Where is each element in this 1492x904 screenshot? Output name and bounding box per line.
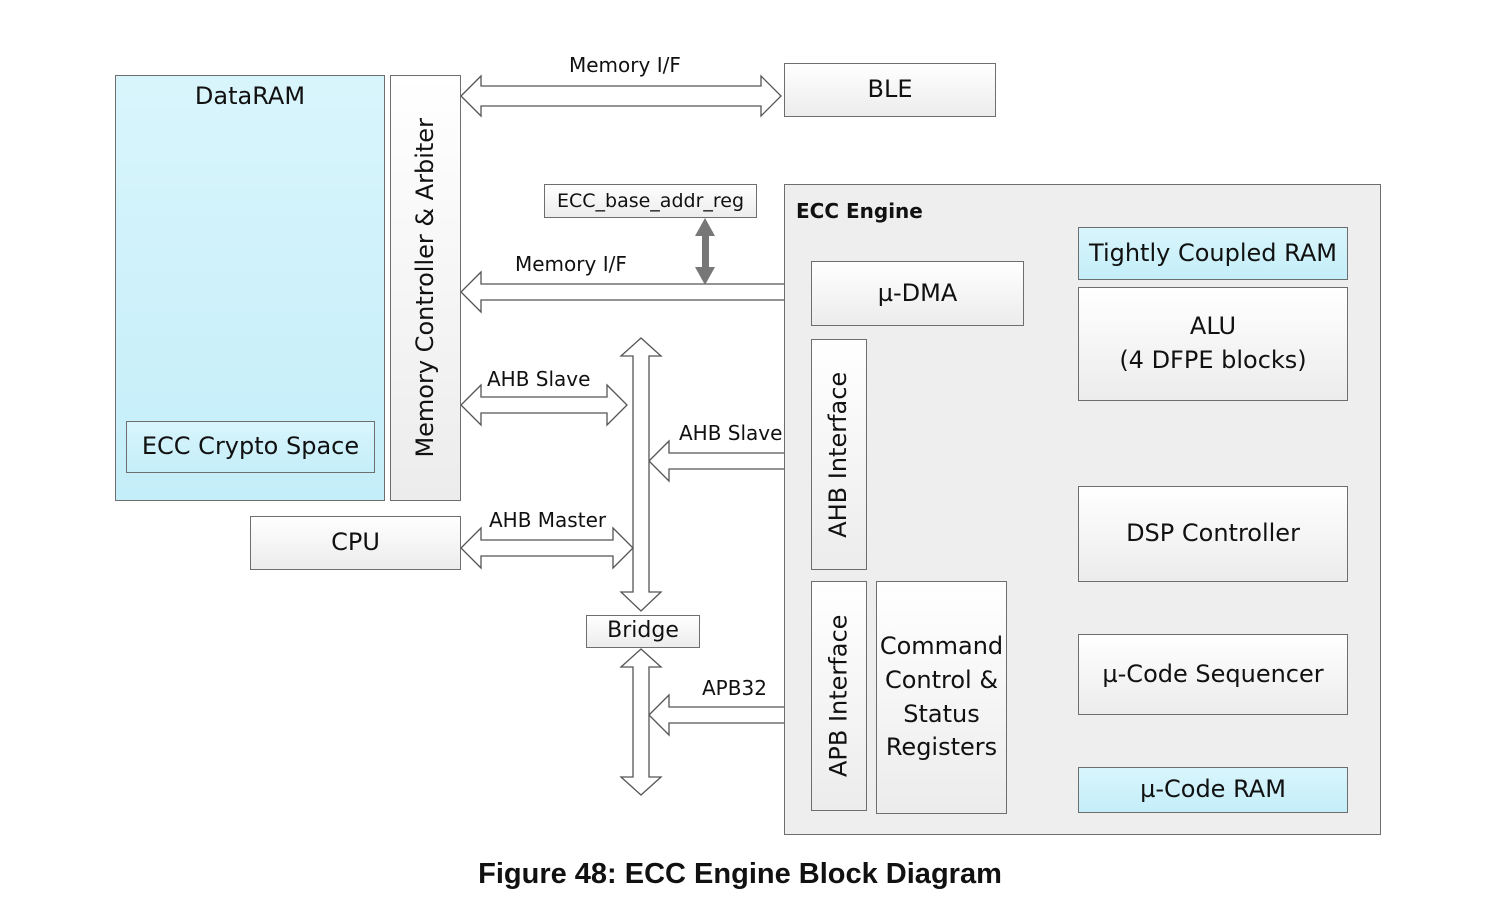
ahb-bus-arrow: [619, 337, 663, 612]
udma-label: µ-DMA: [877, 278, 958, 307]
figure-caption: Figure 48: ECC Engine Block Diagram: [478, 858, 1002, 890]
ucode-sequencer-label: µ-Code Sequencer: [1102, 659, 1324, 688]
ecc-crypto-space-label: ECC Crypto Space: [141, 432, 360, 461]
ucode-ram-block: µ-Code RAM: [1078, 767, 1348, 813]
ahb-interface-block: AHB Interface: [811, 339, 867, 570]
apb-interface-block: APB Interface: [811, 581, 867, 811]
ahb-master-arrow: [460, 526, 634, 570]
ahb-slave-left-arrow: [460, 383, 628, 427]
apb-interface-label: APB Interface: [824, 614, 853, 778]
bridge-label: Bridge: [607, 618, 679, 644]
alu-label: ALU: [1189, 312, 1237, 341]
command-line-3: Status: [903, 699, 980, 728]
ecc-base-addr-reg-label: ECC_base_addr_reg: [556, 189, 745, 212]
bridge-block: Bridge: [586, 615, 700, 648]
command-line-4: Registers: [885, 733, 998, 762]
tightly-coupled-ram-label: Tightly Coupled RAM: [1089, 238, 1337, 267]
ucode-sequencer-block: µ-Code Sequencer: [1078, 634, 1348, 715]
ecc-crypto-space-block: ECC Crypto Space: [126, 421, 375, 473]
cpu-label: CPU: [331, 528, 380, 557]
memory-if-top-label: Memory I/F: [569, 53, 681, 77]
ahb-master-label: AHB Master: [489, 508, 607, 532]
memory-if-mid-label: Memory I/F: [515, 252, 627, 276]
ecc-engine-title: ECC Engine: [796, 199, 923, 223]
tightly-coupled-ram-block: Tightly Coupled RAM: [1078, 227, 1348, 280]
ecc-base-addr-reg-block: ECC_base_addr_reg: [544, 184, 757, 218]
ahb-interface-label: AHB Interface: [824, 371, 853, 538]
dsp-controller-block: DSP Controller: [1078, 486, 1348, 582]
ucode-ram-label: µ-Code RAM: [1140, 775, 1286, 804]
ble-label: BLE: [867, 75, 913, 104]
ahb-slave-right-label: AHB Slave: [679, 421, 783, 445]
dataram-label: DataRAM: [194, 82, 306, 110]
ahb-slave-left-label: AHB Slave: [487, 367, 591, 391]
dsp-controller-label: DSP Controller: [1126, 519, 1300, 548]
ble-block: BLE: [784, 63, 996, 117]
command-line-2: Control &: [884, 665, 999, 694]
apb32-label: APB32: [702, 676, 767, 700]
memory-controller-block: Memory Controller & Arbiter: [390, 75, 461, 501]
command-line-1: Command: [879, 632, 1004, 661]
base-addr-arrow-up: [695, 218, 715, 236]
apb-bus-arrow: [619, 648, 663, 796]
alu-block: ALU (4 DFPE blocks): [1078, 287, 1348, 401]
memory-if-top-arrow: [460, 74, 782, 118]
udma-block: µ-DMA: [811, 261, 1024, 326]
alu-sublabel: (4 DFPE blocks): [1119, 346, 1307, 374]
cpu-block: CPU: [250, 516, 461, 570]
base-addr-arrow-down: [695, 267, 715, 285]
memory-controller-label: Memory Controller & Arbiter: [410, 118, 439, 458]
command-registers-block: Command Control & Status Registers: [876, 581, 1007, 814]
memory-if-mid-arrow: [460, 270, 812, 314]
